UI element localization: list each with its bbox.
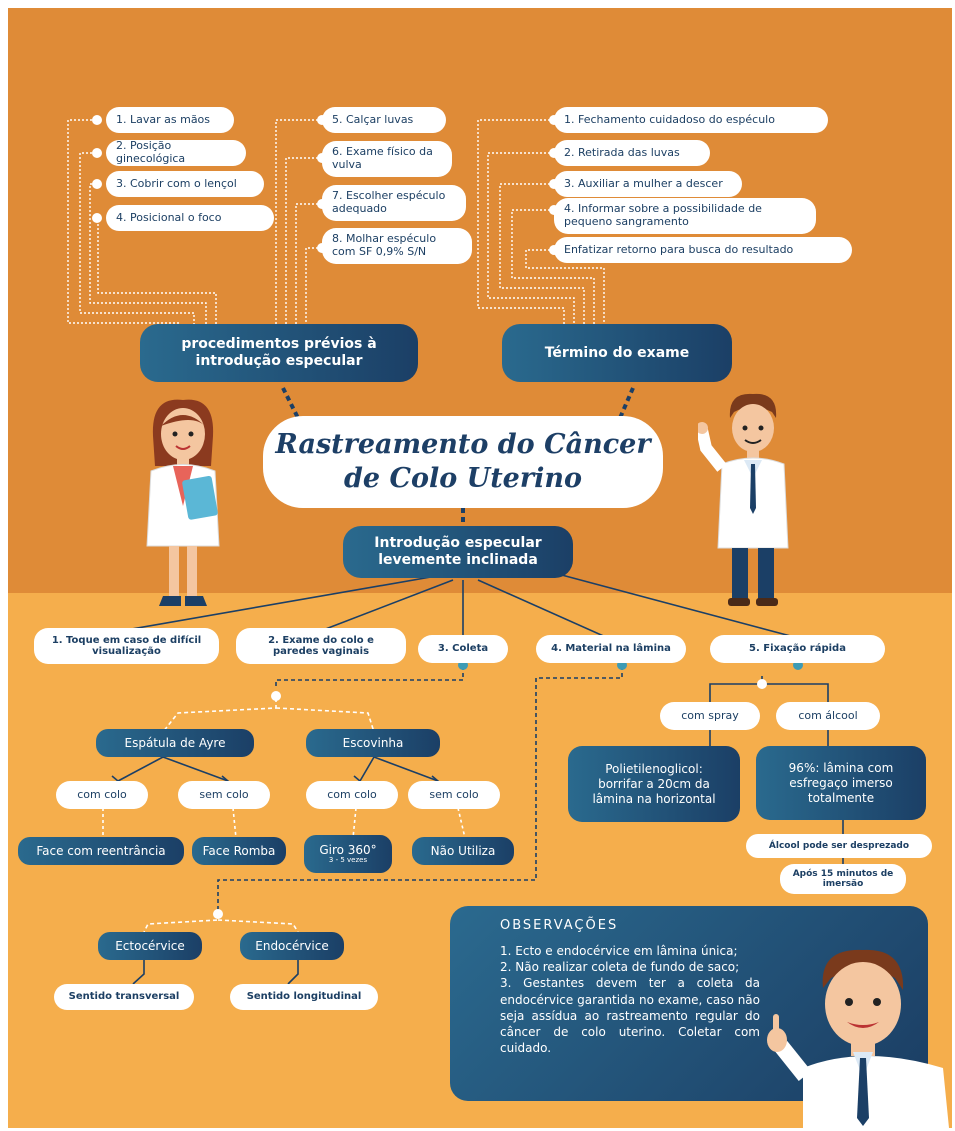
branch-material: 4. Material na lâmina	[536, 635, 686, 663]
exam-end-item: 2. Retirada das luvas	[554, 140, 710, 166]
procedure-item: 3. Cobrir com o lençol	[106, 171, 264, 197]
connector-dot	[617, 660, 627, 670]
spray-label: com spray	[660, 702, 760, 730]
observations-heading: OBSERVAÇÕES	[500, 918, 619, 933]
male-doctor-waving-icon	[767, 949, 949, 1128]
procedure-item: 1. Lavar as mãos	[106, 107, 234, 133]
procedure-item: 5. Calçar luvas	[322, 107, 446, 133]
alcohol-description: 96%: lâmina com esfregaço imerso totalme…	[756, 746, 926, 820]
without-cervix-label: sem colo	[408, 781, 500, 809]
exam-end-header: Término do exame	[502, 324, 732, 382]
not-used-node: Não Utiliza	[412, 837, 514, 865]
alcohol-label: com álcool	[776, 702, 880, 730]
exam-end-item: 3. Auxiliar a mulher a descer	[554, 171, 742, 197]
procedures-header: procedimentos prévios à introdução espec…	[140, 324, 418, 382]
without-cervix-label: sem colo	[178, 781, 270, 809]
connector-dot	[757, 679, 767, 689]
observation-item: 3. Gestantes devem ter a coleta da endoc…	[500, 976, 760, 1056]
procedure-item: 6. Exame físico da vulva	[322, 141, 452, 177]
procedure-item: 2. Posição ginecológica	[106, 140, 246, 166]
ayre-spatula-node: Espátula de Ayre	[96, 729, 254, 757]
male-doctor-icon	[698, 393, 789, 606]
procedure-item: 7. Escolher espéculo adequado	[322, 185, 466, 221]
observation-item: 2. Não realizar coleta de fundo de saco;	[500, 960, 740, 975]
branch-fixacao: 5. Fixação rápida	[710, 635, 885, 663]
connector-dot	[213, 909, 223, 919]
ectocervix-node: Ectocérvice	[98, 932, 202, 960]
rotation-node: Giro 360° 3 - 5 vezes	[304, 835, 392, 873]
connector-dot	[92, 179, 102, 189]
after-immersion-label: Após 15 minutos de imersão	[780, 864, 906, 894]
procedure-item: 8. Molhar espéculo com SF 0,9% S/N	[322, 228, 472, 264]
exam-end-item: 1. Fechamento cuidadoso do espéculo	[554, 107, 828, 133]
infographic: 1. Lavar as mãos 2. Posição ginecológica…	[8, 8, 952, 1128]
exam-end-item: Enfatizar retorno para busca do resultad…	[554, 237, 852, 263]
rotation-sublabel: 3 - 5 vezes	[328, 855, 368, 864]
with-cervix-label: com colo	[306, 781, 398, 809]
branch-exam: 2. Exame do colo e paredes vaginais	[236, 628, 406, 664]
rotation-label: Giro 360°	[319, 842, 377, 857]
procedure-item: 4. Posicional o foco	[106, 205, 274, 231]
brush-node: Escovinha	[306, 729, 440, 757]
with-cervix-label: com colo	[56, 781, 148, 809]
branch-coleta: 3. Coleta	[418, 635, 508, 663]
connector-lines	[67, 119, 844, 985]
female-doctor-icon	[146, 399, 220, 606]
title-line-2: de Colo Uterino	[344, 463, 582, 494]
exam-end-item: 4. Informar sobre a possibilidade de peq…	[554, 198, 816, 234]
title-line-1: Rastreamento do Câncer	[275, 429, 651, 461]
connector-dot	[458, 660, 468, 670]
blunt-face-node: Face Romba	[192, 837, 286, 865]
alcohol-discard-label: Álcool pode ser desprezado	[746, 834, 932, 858]
connector-dot	[92, 148, 102, 158]
speculum-introduction-node: Introdução especular levemente inclinada	[343, 526, 573, 578]
observation-item: 1. Ecto e endocérvice em lâmina única;	[500, 944, 738, 958]
main-title: Rastreamento do Câncer de Colo Uterino	[263, 416, 663, 508]
connector-dot	[793, 660, 803, 670]
endocervix-node: Endocérvice	[240, 932, 344, 960]
connector-dot	[92, 213, 102, 223]
connector-dot	[271, 691, 281, 701]
reentrance-face-node: Face com reentrância	[18, 837, 184, 865]
connector-dot	[92, 115, 102, 125]
branch-touch: 1. Toque em caso de difícil visualização	[34, 628, 219, 664]
transverse-direction-label: Sentido transversal	[54, 984, 194, 1010]
spray-description: Polietilenoglicol: borrifar a 20cm da lâ…	[568, 746, 740, 822]
longitudinal-direction-label: Sentido longitudinal	[230, 984, 378, 1010]
